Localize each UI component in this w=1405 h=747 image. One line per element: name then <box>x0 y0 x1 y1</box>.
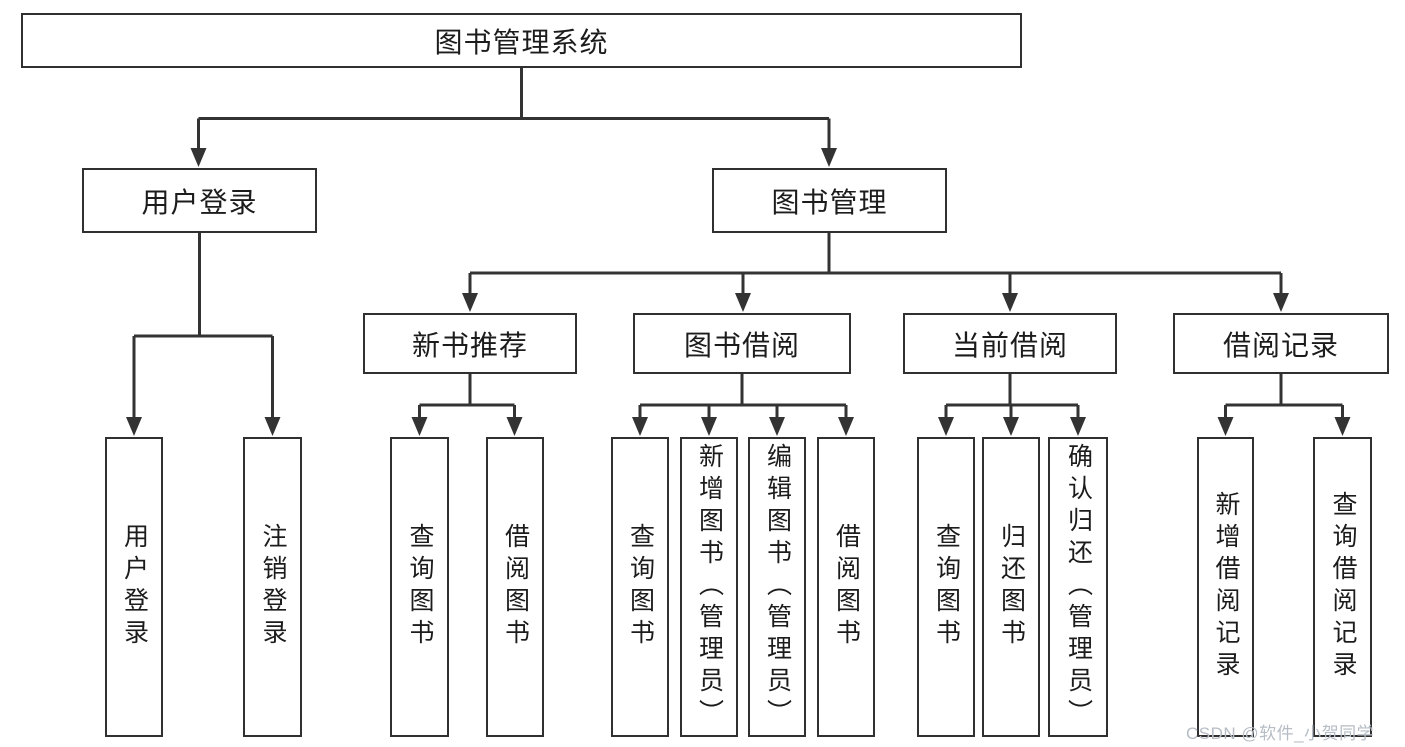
csdn-watermark: CSDN @软件_小贺同学 <box>1186 724 1375 743</box>
node-label: 用户登录 <box>120 523 149 651</box>
node-leaf-borrow-book-recommend: 借阅图书 <box>486 437 544 737</box>
node-label: 借阅图书 <box>832 523 861 651</box>
node-leaf-borrow-book: 借阅图书 <box>817 437 875 737</box>
node-leaf-add-borrow-record: 新增借阅记录 <box>1197 437 1254 737</box>
node-label: 查询图书 <box>932 523 961 651</box>
node-label: 查询图书 <box>406 523 434 651</box>
node-label: 注销登录 <box>259 523 287 651</box>
node-leaf-confirm-return-admin: 确认归还（管理员） <box>1048 437 1108 737</box>
node-user-login: 用户登录 <box>82 168 317 233</box>
node-leaf-user-login: 用户登录 <box>105 437 163 737</box>
node-label: 借阅记录 <box>1222 329 1339 361</box>
node-leaf-query-book-current: 查询图书 <box>917 437 975 737</box>
node-book-management: 图书管理 <box>712 168 947 233</box>
node-label: 图书借阅 <box>683 329 800 361</box>
node-current-borrow: 当前借阅 <box>903 313 1117 374</box>
node-label: 用户登录 <box>141 186 258 218</box>
node-label: 当前借阅 <box>951 329 1068 361</box>
node-new-book-recommend: 新书推荐 <box>363 313 577 374</box>
node-label: 图书管理 <box>771 186 888 218</box>
node-label: 归还图书 <box>997 523 1026 651</box>
node-label: 编辑图书（管理员） <box>763 443 792 731</box>
node-leaf-add-book-admin: 新增图书（管理员） <box>680 437 738 737</box>
node-label: 新书推荐 <box>411 329 528 361</box>
node-leaf-query-borrow-record: 查询借阅记录 <box>1313 437 1372 737</box>
node-leaf-edit-book-admin: 编辑图书（管理员） <box>748 437 806 737</box>
node-borrow-records: 借阅记录 <box>1173 313 1389 374</box>
node-leaf-query-book-recommend: 查询图书 <box>390 437 449 737</box>
node-library-management-system: 图书管理系统 <box>21 13 1022 68</box>
node-book-borrow: 图书借阅 <box>633 313 851 374</box>
node-label: 新增图书（管理员） <box>695 443 724 731</box>
node-label: 借阅图书 <box>501 523 530 651</box>
node-leaf-query-book-borrow: 查询图书 <box>611 437 669 737</box>
node-label: 确认归还（管理员） <box>1064 443 1093 731</box>
node-label: 查询借阅记录 <box>1329 491 1357 683</box>
node-label: 新增借阅记录 <box>1212 491 1240 683</box>
node-leaf-logout: 注销登录 <box>243 437 302 737</box>
node-label: 查询图书 <box>626 523 655 651</box>
node-label: 图书管理系统 <box>434 26 609 58</box>
node-leaf-return-book: 归还图书 <box>982 437 1040 737</box>
